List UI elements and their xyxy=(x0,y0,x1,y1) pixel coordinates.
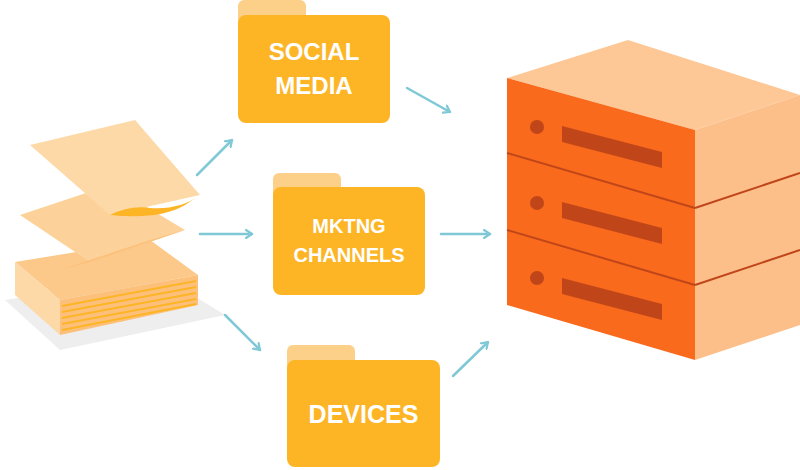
paper-stack xyxy=(5,120,225,350)
folder-label: MKTNG CHANNELS xyxy=(283,212,415,270)
flow-arrows xyxy=(197,88,490,376)
server-stack xyxy=(507,40,800,360)
folder-label: SOCIAL MEDIA xyxy=(248,35,380,103)
folder-box: SOCIAL MEDIA xyxy=(238,15,390,123)
folder-box: MKTNG CHANNELS xyxy=(273,187,425,295)
folder-label: DEVICES xyxy=(309,399,419,429)
folder-box: DEVICES xyxy=(287,360,440,467)
